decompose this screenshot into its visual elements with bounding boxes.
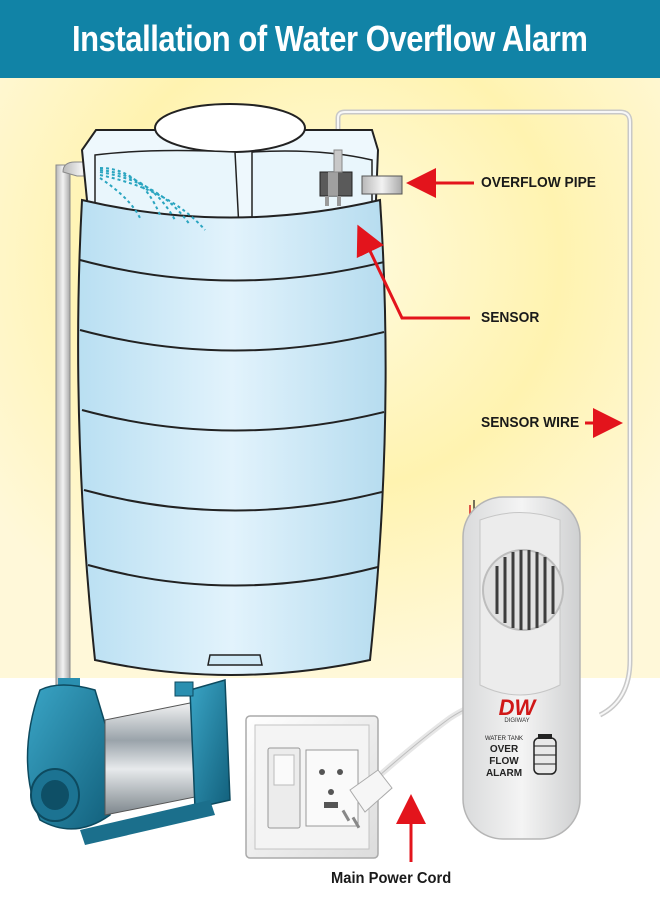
alarm-line-water-tank: WATER TANK <box>484 736 524 742</box>
installation-diagram: DW DIGIWAY WATER TANK OVER FLOW ALARM OV… <box>0 78 660 900</box>
title-banner: Installation of Water Overflow Alarm <box>0 0 660 78</box>
annotation-arrows <box>356 168 623 862</box>
sensor-device <box>319 149 353 206</box>
socket <box>305 749 359 827</box>
sensor-wire-label: SENSOR WIRE <box>481 414 580 431</box>
alarm-brand-logo: DW <box>498 695 536 720</box>
page-title: Installation of Water Overflow Alarm <box>72 18 588 59</box>
alarm-line-alarm: ALARM <box>485 768 523 779</box>
overflow-alarm-unit <box>462 496 581 840</box>
alarm-brand-sub: DIGIWAY <box>504 718 530 724</box>
sensor-arrow <box>356 224 470 320</box>
alarm-line-over: OVER <box>489 744 519 755</box>
water-pump <box>26 678 231 845</box>
main-power-cord-label: Main Power Cord <box>331 870 452 887</box>
water-spray <box>99 167 206 231</box>
sensor-label: SENSOR <box>481 309 540 326</box>
water-tank <box>77 103 403 676</box>
speaker-grille <box>482 549 564 631</box>
tank-icon <box>533 734 557 775</box>
overflow-pipe <box>361 175 403 195</box>
diagram-illustration <box>0 78 660 900</box>
alarm-line-flow: FLOW <box>489 756 519 767</box>
overflow-pipe-label: OVERFLOW PIPE <box>481 174 597 191</box>
